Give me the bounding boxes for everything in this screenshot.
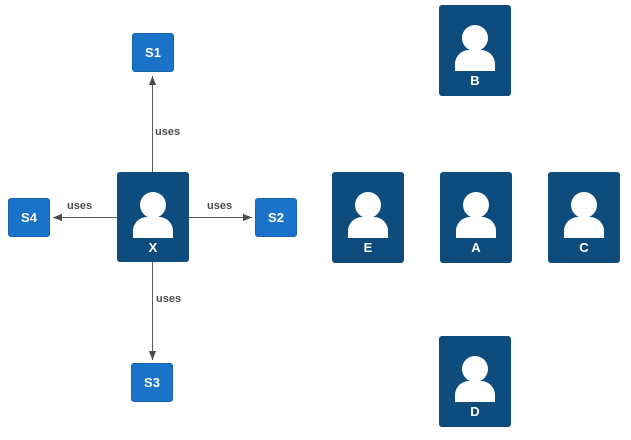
- actor-node-d[interactable]: D: [439, 336, 511, 427]
- edge-label-uses-s1: uses: [154, 126, 182, 139]
- actor-label: A: [471, 240, 481, 255]
- service-node-s4[interactable]: S4: [8, 198, 50, 237]
- service-node-s2[interactable]: S2: [255, 198, 297, 237]
- service-label: S3: [144, 375, 160, 390]
- service-node-s3[interactable]: S3: [131, 363, 173, 402]
- actor-node-b[interactable]: B: [439, 5, 511, 96]
- edge-label-uses-s2: uses: [206, 200, 234, 213]
- actor-label: D: [470, 404, 480, 419]
- service-label: S1: [145, 45, 161, 60]
- actor-node-c[interactable]: C: [548, 172, 620, 263]
- actor-node-a[interactable]: A: [440, 172, 512, 263]
- service-label: S2: [268, 210, 284, 225]
- service-node-s1[interactable]: S1: [132, 33, 174, 72]
- actor-node-x[interactable]: X: [117, 172, 189, 262]
- service-label: S4: [21, 210, 37, 225]
- edge-label-uses-s4: uses: [66, 200, 94, 213]
- actor-node-e[interactable]: E: [332, 172, 404, 263]
- person-icon: [455, 25, 495, 71]
- person-icon: [348, 192, 388, 238]
- actor-label: E: [363, 240, 373, 255]
- person-icon: [564, 192, 604, 238]
- actor-label: X: [148, 240, 158, 255]
- person-icon: [133, 192, 173, 238]
- person-icon: [455, 356, 495, 402]
- edge-label-uses-s3: uses: [155, 293, 183, 306]
- actor-label: C: [579, 240, 589, 255]
- person-icon: [456, 192, 496, 238]
- actor-label: B: [470, 73, 480, 88]
